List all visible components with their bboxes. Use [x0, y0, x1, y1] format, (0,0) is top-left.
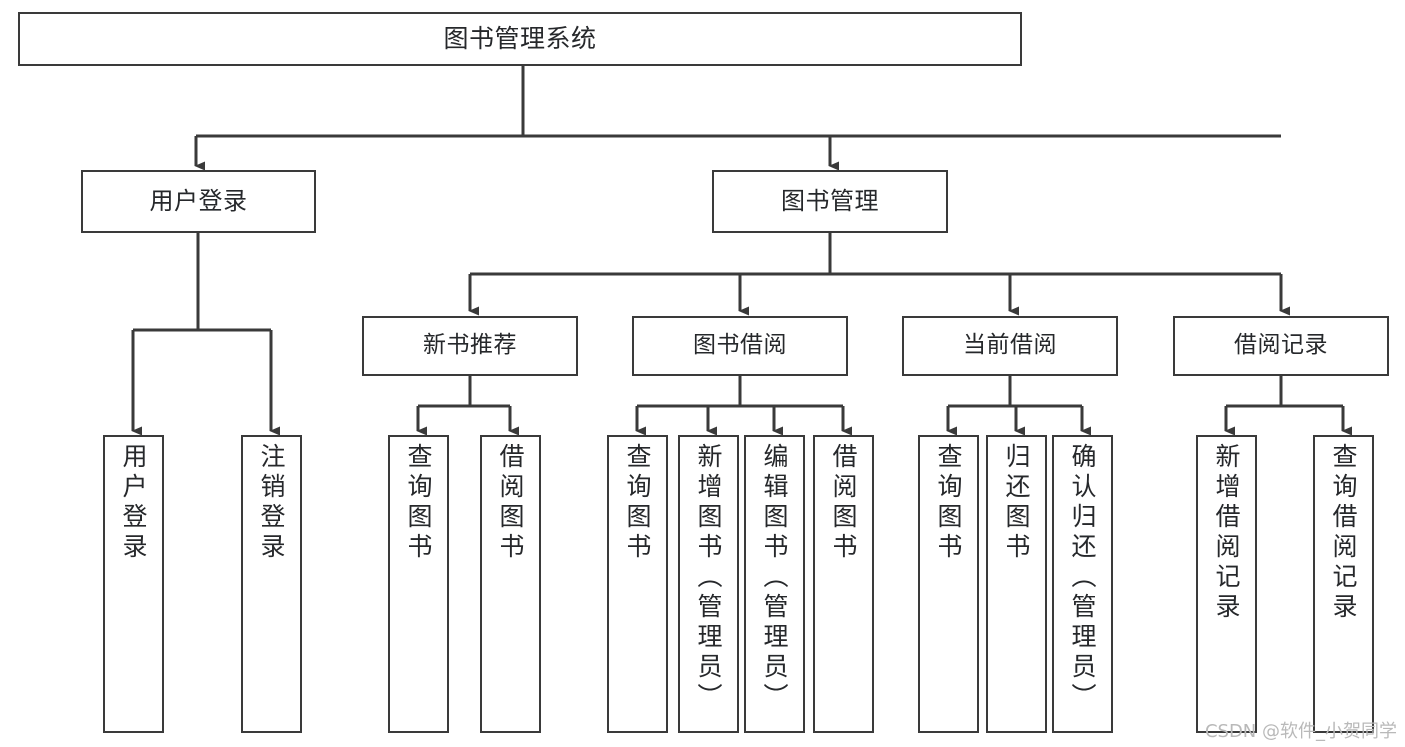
node-label: 新增图书（管理员）: [694, 443, 723, 713]
node-leaf-confirm-return[interactable]: 确认归还（管理员）: [1052, 435, 1113, 733]
node-label: 查询借阅记录: [1329, 443, 1358, 623]
node-label: 新书推荐: [423, 332, 517, 359]
node-user-login[interactable]: 用户登录: [81, 170, 316, 233]
node-leaf-query-book-3[interactable]: 查询图书: [918, 435, 979, 733]
node-label: 查询图书: [623, 443, 652, 563]
node-leaf-borrow-book-1[interactable]: 借阅图书: [480, 435, 541, 733]
watermark: CSDN @软件_小贺同学: [1204, 721, 1397, 742]
node-label: 注销登录: [257, 443, 286, 563]
node-leaf-return-book[interactable]: 归还图书: [986, 435, 1047, 733]
node-label: 归还图书: [1002, 443, 1031, 563]
node-label: 图书管理系统: [443, 24, 597, 53]
node-label: 借阅图书: [829, 443, 858, 563]
node-leaf-query-book-2[interactable]: 查询图书: [607, 435, 668, 733]
node-label: 当前借阅: [963, 332, 1057, 359]
node-label: 用户登录: [149, 187, 248, 216]
node-label: 图书借阅: [693, 332, 787, 359]
node-label: 借阅图书: [496, 443, 525, 563]
node-label: 新增借阅记录: [1212, 443, 1241, 623]
node-leaf-add-record[interactable]: 新增借阅记录: [1196, 435, 1257, 733]
node-leaf-borrow-book-2[interactable]: 借阅图书: [813, 435, 874, 733]
node-label: 确认归还（管理员）: [1068, 443, 1097, 713]
node-label: 借阅记录: [1234, 332, 1328, 359]
node-leaf-user-logout[interactable]: 注销登录: [241, 435, 302, 733]
node-label: 查询图书: [934, 443, 963, 563]
node-leaf-user-login[interactable]: 用户登录: [103, 435, 164, 733]
node-label: 图书管理: [781, 187, 879, 216]
node-leaf-query-book-1[interactable]: 查询图书: [388, 435, 449, 733]
node-label: 编辑图书（管理员）: [760, 443, 789, 713]
node-label: 查询图书: [404, 443, 433, 563]
node-current-borrow[interactable]: 当前借阅: [902, 316, 1118, 376]
node-label: 用户登录: [119, 443, 148, 563]
node-book-borrow[interactable]: 图书借阅: [632, 316, 848, 376]
node-borrow-record[interactable]: 借阅记录: [1173, 316, 1389, 376]
node-leaf-edit-book[interactable]: 编辑图书（管理员）: [744, 435, 805, 733]
node-root-system[interactable]: 图书管理系统: [18, 12, 1022, 66]
node-new-book-recommend[interactable]: 新书推荐: [362, 316, 578, 376]
node-book-management[interactable]: 图书管理: [712, 170, 948, 233]
node-leaf-query-record[interactable]: 查询借阅记录: [1313, 435, 1374, 733]
node-leaf-add-book[interactable]: 新增图书（管理员）: [678, 435, 739, 733]
